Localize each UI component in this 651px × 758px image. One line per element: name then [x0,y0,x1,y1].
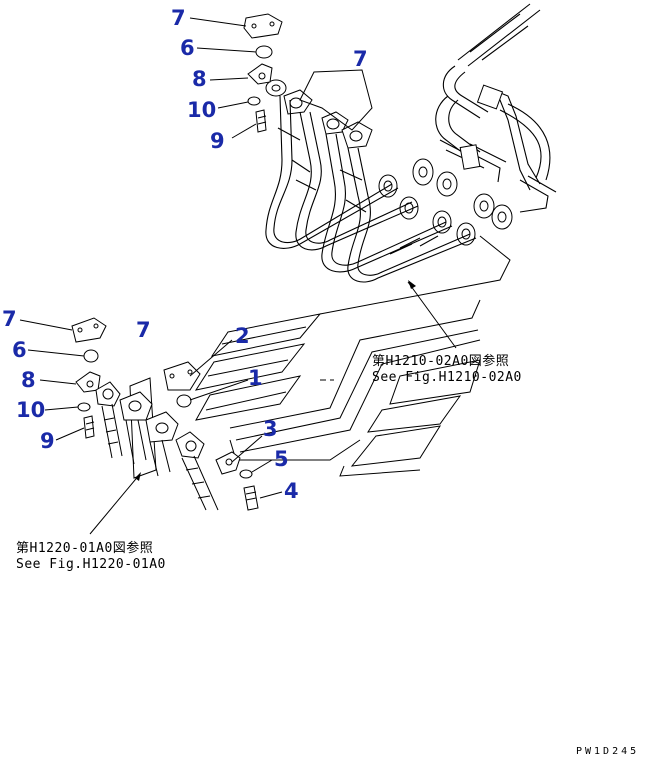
callout-1: 1 [248,366,263,390]
callout-7-upper: 7 [171,6,186,30]
callout-9-lower: 9 [40,429,55,453]
callout-6-lower: 6 [12,338,27,362]
callout-10-upper: 10 [187,98,216,122]
callout-7-hoses: 7 [353,47,368,71]
lower-reference-en: See Fig.H1220-01A0 [16,557,166,572]
upper-left-parts [243,13,283,133]
callout-7-lower-hoses: 7 [136,318,151,342]
callout-6-upper: 6 [180,36,195,60]
callout-2: 2 [235,324,250,348]
callout-7-lower: 7 [2,307,17,331]
callout-4: 4 [284,479,299,503]
upper-pipe-assembly [265,3,557,283]
upper-reference-jp: 第H1210-02A0図参照 [372,353,509,369]
drawing-code: PW1D245 [576,746,639,757]
callout-3: 3 [263,417,278,441]
callout-5: 5 [274,447,289,471]
frame-outline [194,235,511,477]
lower-left-parts [71,317,259,511]
reference-notes: 第H1210-02A0図参照 See Fig.H1210-02A0 第H1220… [16,353,522,572]
callout-8-lower: 8 [21,368,36,392]
upper-reference-en: See Fig.H1210-02A0 [372,370,522,385]
callout-labels: 7 6 8 10 9 7 7 6 8 10 9 7 2 1 3 5 4 [2,6,368,503]
callout-10-lower: 10 [16,398,45,422]
callout-leaders [19,17,373,499]
lower-reference-jp: 第H1220-01A0図参照 [16,540,153,556]
callout-9-upper: 9 [210,129,225,153]
callout-8-upper: 8 [192,67,207,91]
